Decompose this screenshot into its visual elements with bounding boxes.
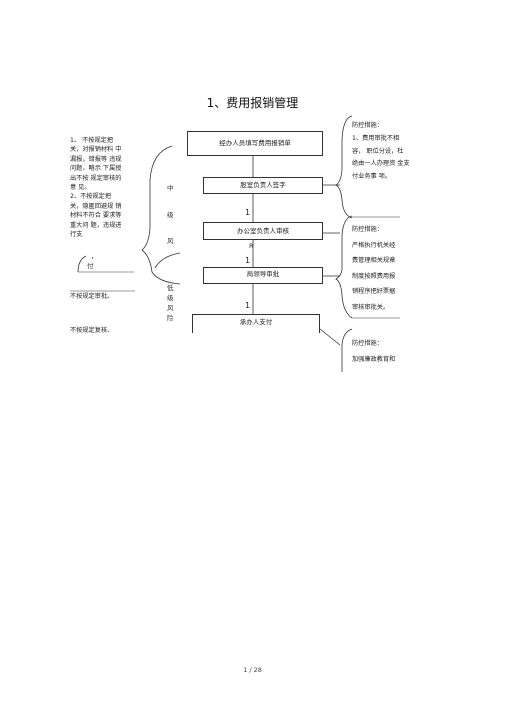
risk-level-mid: 风 [167,237,174,245]
risk-description-3: 不按规定审批。 [70,293,114,300]
flow-step-payment: 承办人支付 [192,314,320,333]
connector-mark: R [249,242,254,250]
control-measure-3: 防控措施： 加强廉政教育和 [352,340,396,363]
flow-step-office-review: 办公室负责人审核 [203,222,323,240]
risk-level-low: 级 [167,294,174,302]
risk-bracket-dot: ， [91,252,98,260]
risk-level-low: 风 [167,304,174,312]
risk-description-4: 不按规定复核、 [70,327,114,334]
flow-step-fill-form: 经办人员填写费用报销单 [187,131,323,156]
connector-number: 1 [245,301,251,310]
control-measure-2: 防控措施： 严格执行机关经 费管理相关规章 制度按照费用报 销程序把好票据 审核… [352,226,396,311]
flow-step-section-sign: 股室负责人签字 [203,177,323,194]
risk-level-mid: 级 [167,211,174,219]
risk-bracket-char: 付 [87,262,94,270]
flow-step-leader-approve: 局领导审批 [203,267,323,284]
risk-level-mid: 中 [167,184,174,192]
risk-level-low: 低 [167,284,174,292]
page-number: 1 / 28 [243,666,262,674]
connector-number: 1 [245,256,251,265]
connector-number: 1 [245,208,251,217]
page-title: 1、费用报销管理 [206,96,299,110]
control-measure-1: 防控措施： 1、费用审批不相 容， 职位分设，杜 绝由一人办理资 金支 付业务事… [352,122,410,181]
risk-level-low: 险 [167,314,174,322]
risk-description-1-2: 1、 不按规定把 关，对报销材料 中 漏报，错报等 违规 问题，略示 下属授 出… [70,137,122,239]
